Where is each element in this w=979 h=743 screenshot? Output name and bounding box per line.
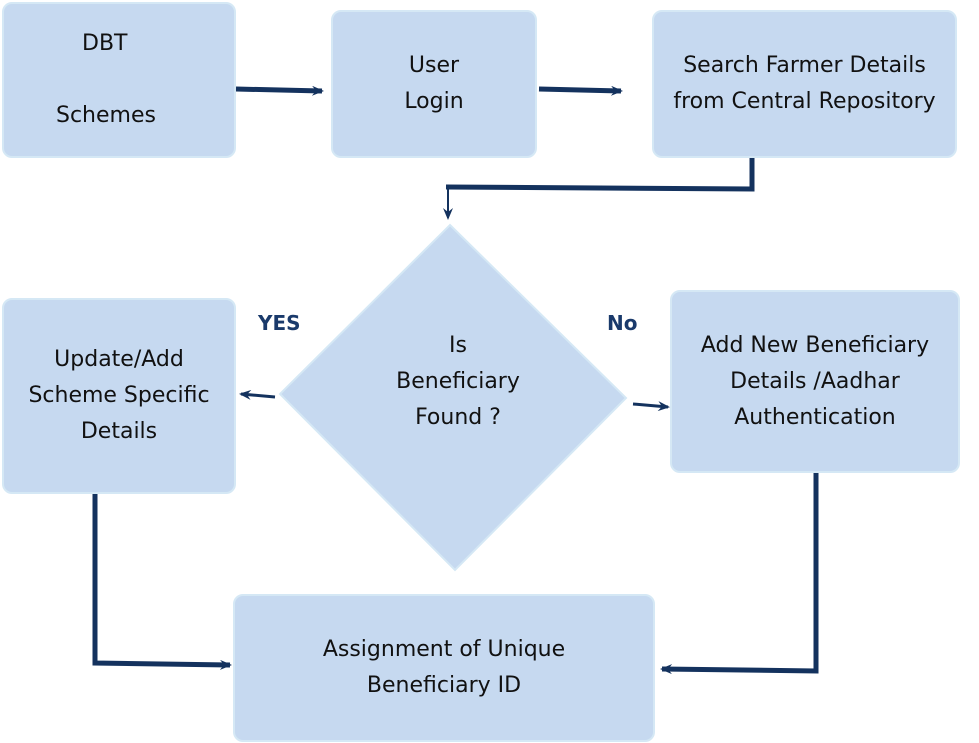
assign-id-box: Assignment of Unique Beneficiary ID xyxy=(233,594,655,742)
decision-line1: Is xyxy=(449,333,467,358)
user-login-line1: User xyxy=(408,53,460,78)
arrow-decision-yes xyxy=(239,389,276,400)
decision-label: Is Beneficiary Found ? xyxy=(358,328,558,436)
update-scheme-box: Update/Add Scheme Specific Details xyxy=(2,298,236,494)
arrow-search-to-decision xyxy=(445,157,755,192)
yes-label: YES xyxy=(258,311,301,335)
decision-line3: Found ? xyxy=(415,405,501,430)
arrow-addnew-to-assign xyxy=(660,473,819,675)
update-line3: Details xyxy=(80,419,158,444)
search-farmer-box: Search Farmer Details from Central Repos… xyxy=(652,10,957,158)
search-line1: Search Farmer Details xyxy=(683,53,926,78)
assign-line2: Beneficiary ID xyxy=(366,673,522,698)
arrow-update-to-assign xyxy=(92,494,232,670)
arrow-decision-no xyxy=(632,401,670,412)
add-new-line2: Details /Aadhar xyxy=(730,368,900,394)
search-line2: from Central Repository xyxy=(673,89,936,114)
add-new-beneficiary-box: Add New Beneficiary Details /Aadhar Auth… xyxy=(670,290,960,473)
arrow-dbt-to-login xyxy=(235,85,324,96)
decision-line2: Beneficiary xyxy=(396,369,520,394)
arrow-login-to-search xyxy=(538,85,623,96)
update-line2: Scheme Specific xyxy=(28,383,210,408)
decision-diamond xyxy=(278,223,628,572)
no-label: No xyxy=(607,311,638,335)
dbt-schemes-box: DBT Schemes xyxy=(2,2,236,158)
user-login-line2: Login xyxy=(404,89,464,114)
assign-line1: Assignment of Unique xyxy=(322,637,566,662)
update-line1: Update/Add xyxy=(54,347,184,372)
schemes-label: Schemes xyxy=(56,103,156,128)
add-new-line3: Authentication xyxy=(734,404,896,430)
dbt-label: DBT xyxy=(82,31,128,56)
user-login-box: User Login xyxy=(331,10,537,158)
add-new-line1: Add New Beneficiary xyxy=(700,332,930,358)
